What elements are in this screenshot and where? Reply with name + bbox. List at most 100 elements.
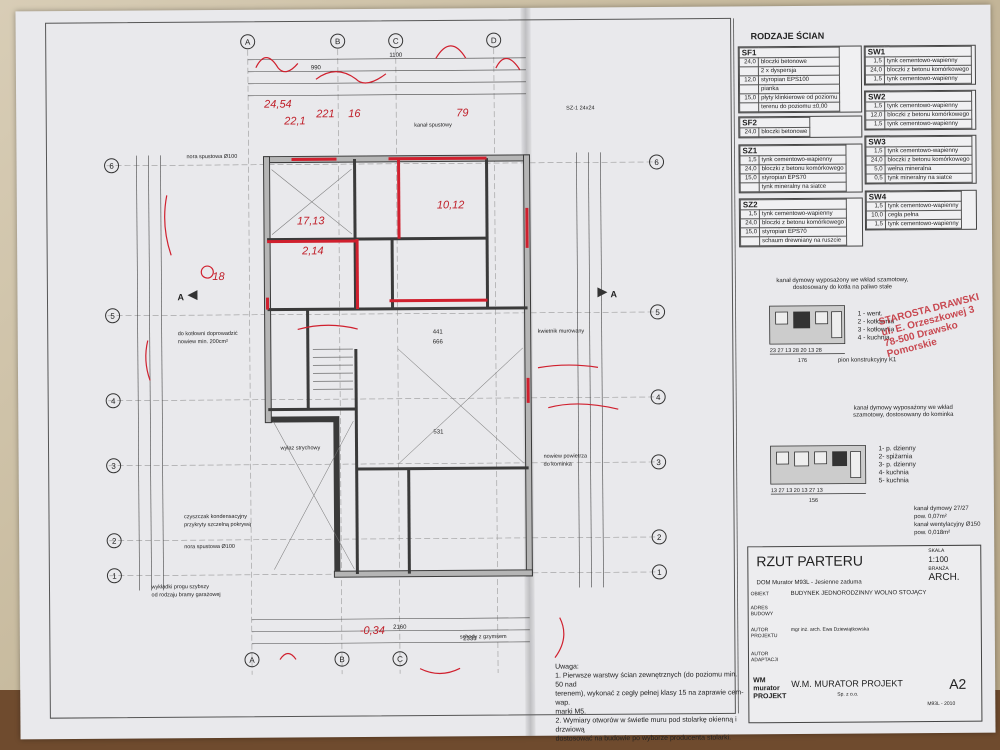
red-note-10: 2,14 [301, 245, 324, 257]
label-bramy: od rodzaju bramy garażowej [152, 592, 221, 598]
object-label: OBIEKT [750, 591, 769, 598]
sw2-mat-3: tynk cementowo-wapienny [884, 119, 972, 129]
inner-walls [267, 158, 529, 575]
axis-bubbles-top [240, 32, 502, 668]
sw1-thk-1: 1,5 [865, 56, 885, 66]
chimney2-dims: 13 27 13 20 13 27 13 [770, 487, 823, 495]
dim-text-531: 531 [433, 429, 444, 435]
company-sub: Sp. z o.o. [837, 691, 859, 698]
label-kwietnik: kwietnik murowany [538, 328, 585, 334]
floor-plan-drawing: A B C D A B C 6 5 4 3 2 1 6 5 4 3 2 1 [45, 17, 739, 719]
axis-label-a-bottom: A [249, 656, 255, 665]
sw4-thk-1: 1,5 [866, 201, 886, 211]
red-note-4: 16 [348, 108, 361, 120]
sz1-thk-1: 1,5 [739, 155, 760, 165]
axis-label-1-right: 1 [657, 568, 662, 577]
sf1-thk-1: 24,0 [739, 57, 759, 67]
dim-text-top: 1100 [389, 53, 403, 59]
red-note-6: 17,13 [297, 215, 325, 227]
chimney2-note-3: kanał wentylacyjny Ø150 [914, 521, 981, 529]
chimney1-dims: 23 27 13 28 20 13 28 [769, 347, 822, 355]
label-kanal: kanał spustowy [414, 122, 452, 128]
sw2-thk-2: 12,0 [865, 110, 885, 120]
dim-text-441: 441 [433, 329, 444, 335]
uwaga-line-5: dostosować na budowie po wyborze produce… [555, 734, 732, 743]
chimney2-label: kanał dymowy wyposażony we wkład szamoto… [853, 404, 954, 419]
sz2-thk-2: 24,0 [740, 218, 760, 228]
label-nowiew-powietrza: nowiew powietrza [544, 453, 588, 459]
sw4-thk-2: 10,0 [866, 210, 886, 220]
sw4-mat-3: tynk cementowo-wapienny [885, 219, 962, 229]
label-wylaz: wyłaz strychowy [280, 445, 321, 451]
red-note-8: 18 [212, 271, 225, 283]
sf1-thk-3: 12,0 [739, 75, 759, 85]
address-label: ADRES BUDOWY [750, 605, 774, 618]
sw2-thk-3: 1,5 [865, 119, 885, 129]
sf2-code: SF2 [739, 117, 810, 128]
room-diagonals [271, 168, 524, 570]
sf1-thk-5: 15,0 [739, 93, 759, 103]
author-value: mgr inż. arch. Ewa Dziewiątkowska [790, 626, 870, 634]
axis-grid [106, 48, 660, 675]
sz1-mat-4: tynk mineralny na siatce [759, 182, 847, 192]
axis-label-3-right: 3 [656, 458, 661, 467]
uwaga-line-2: terenem), wykonać z cegły pełnej klasy 1… [555, 689, 744, 707]
sf2-thk-1: 24,0 [739, 127, 759, 137]
axis-label-b: B [335, 37, 340, 46]
axis-label-c-bottom: C [397, 655, 403, 664]
sz2-thk-3: 15,0 [740, 227, 760, 237]
axis-label-3: 3 [111, 462, 116, 471]
axis-label-5: 5 [110, 312, 115, 321]
wall-types-title: RODZAJE ŚCIAN [750, 30, 825, 42]
sz1-thk-4 [740, 182, 760, 192]
red-note-2: 22,1 [283, 115, 306, 127]
drawing-title: RZUT PARTERU [756, 552, 863, 570]
sw3-thk-1: 1,5 [865, 146, 886, 156]
chimney2-notes: kanał dymowy 27/27 pow. 0,07m² kanał wen… [914, 505, 981, 537]
chimney2-items: 1- p. dzienny 2- spiżarnia 3- p. dzienny… [879, 445, 916, 485]
red-note-7: 10,12 [437, 199, 465, 211]
red-revisions [265, 156, 530, 403]
sz1-thk-2: 24,0 [740, 164, 760, 174]
axis-label-b-bottom: B [339, 655, 344, 664]
sw1-thk-2: 24,0 [865, 65, 885, 75]
sheet-number: A2 [949, 675, 967, 692]
drawing-frame [45, 17, 736, 719]
house-name: Jesienne zaduma [814, 579, 862, 586]
dim-text-bottom-2: 2335 [463, 636, 477, 642]
footer-code: M93L - 2010 [927, 700, 956, 708]
label-pokrywa: przykryty szczelną pokrywą [184, 522, 252, 528]
label-kotlownia: do kotłowni doprowadzić [178, 331, 238, 337]
sf1-thk-4 [739, 84, 759, 94]
dimension-lines [136, 57, 604, 645]
title-block: RZUT PARTERU SKALA 1:100 BRANŻA ARCH. DO… [747, 544, 983, 724]
house-code: M93L [794, 579, 810, 586]
scale-label: SKALA [928, 547, 945, 555]
label-do-kominka: do kominka [544, 462, 573, 468]
branch-value: ARCH. [928, 571, 960, 584]
axis-label-2: 2 [112, 537, 117, 546]
section-marks [187, 287, 608, 301]
sf1-mat-6: terenu do poziomu ±0,00 [758, 102, 841, 112]
chimney1-total: 176 [797, 357, 808, 364]
sw2-thk-1: 1,5 [865, 101, 885, 111]
sw3-thk-4: 0,5 [866, 173, 886, 183]
sw1-thk-3: 1,5 [865, 74, 885, 84]
dim-text-666: 666 [433, 339, 444, 345]
red-scribbles [145, 45, 619, 675]
axis-label-6: 6 [109, 162, 114, 171]
label-nora-bottom: nora spustowa Ø100 [184, 544, 235, 550]
chimney2-item-1: 1- p. dzienny [878, 445, 916, 453]
red-note-1: 24,54 [263, 98, 292, 110]
axis-label-1: 1 [112, 572, 117, 581]
sw3-mat-4: tynk mineralny na siatce [885, 173, 973, 183]
dim-text-top-2: 990 [311, 65, 322, 71]
